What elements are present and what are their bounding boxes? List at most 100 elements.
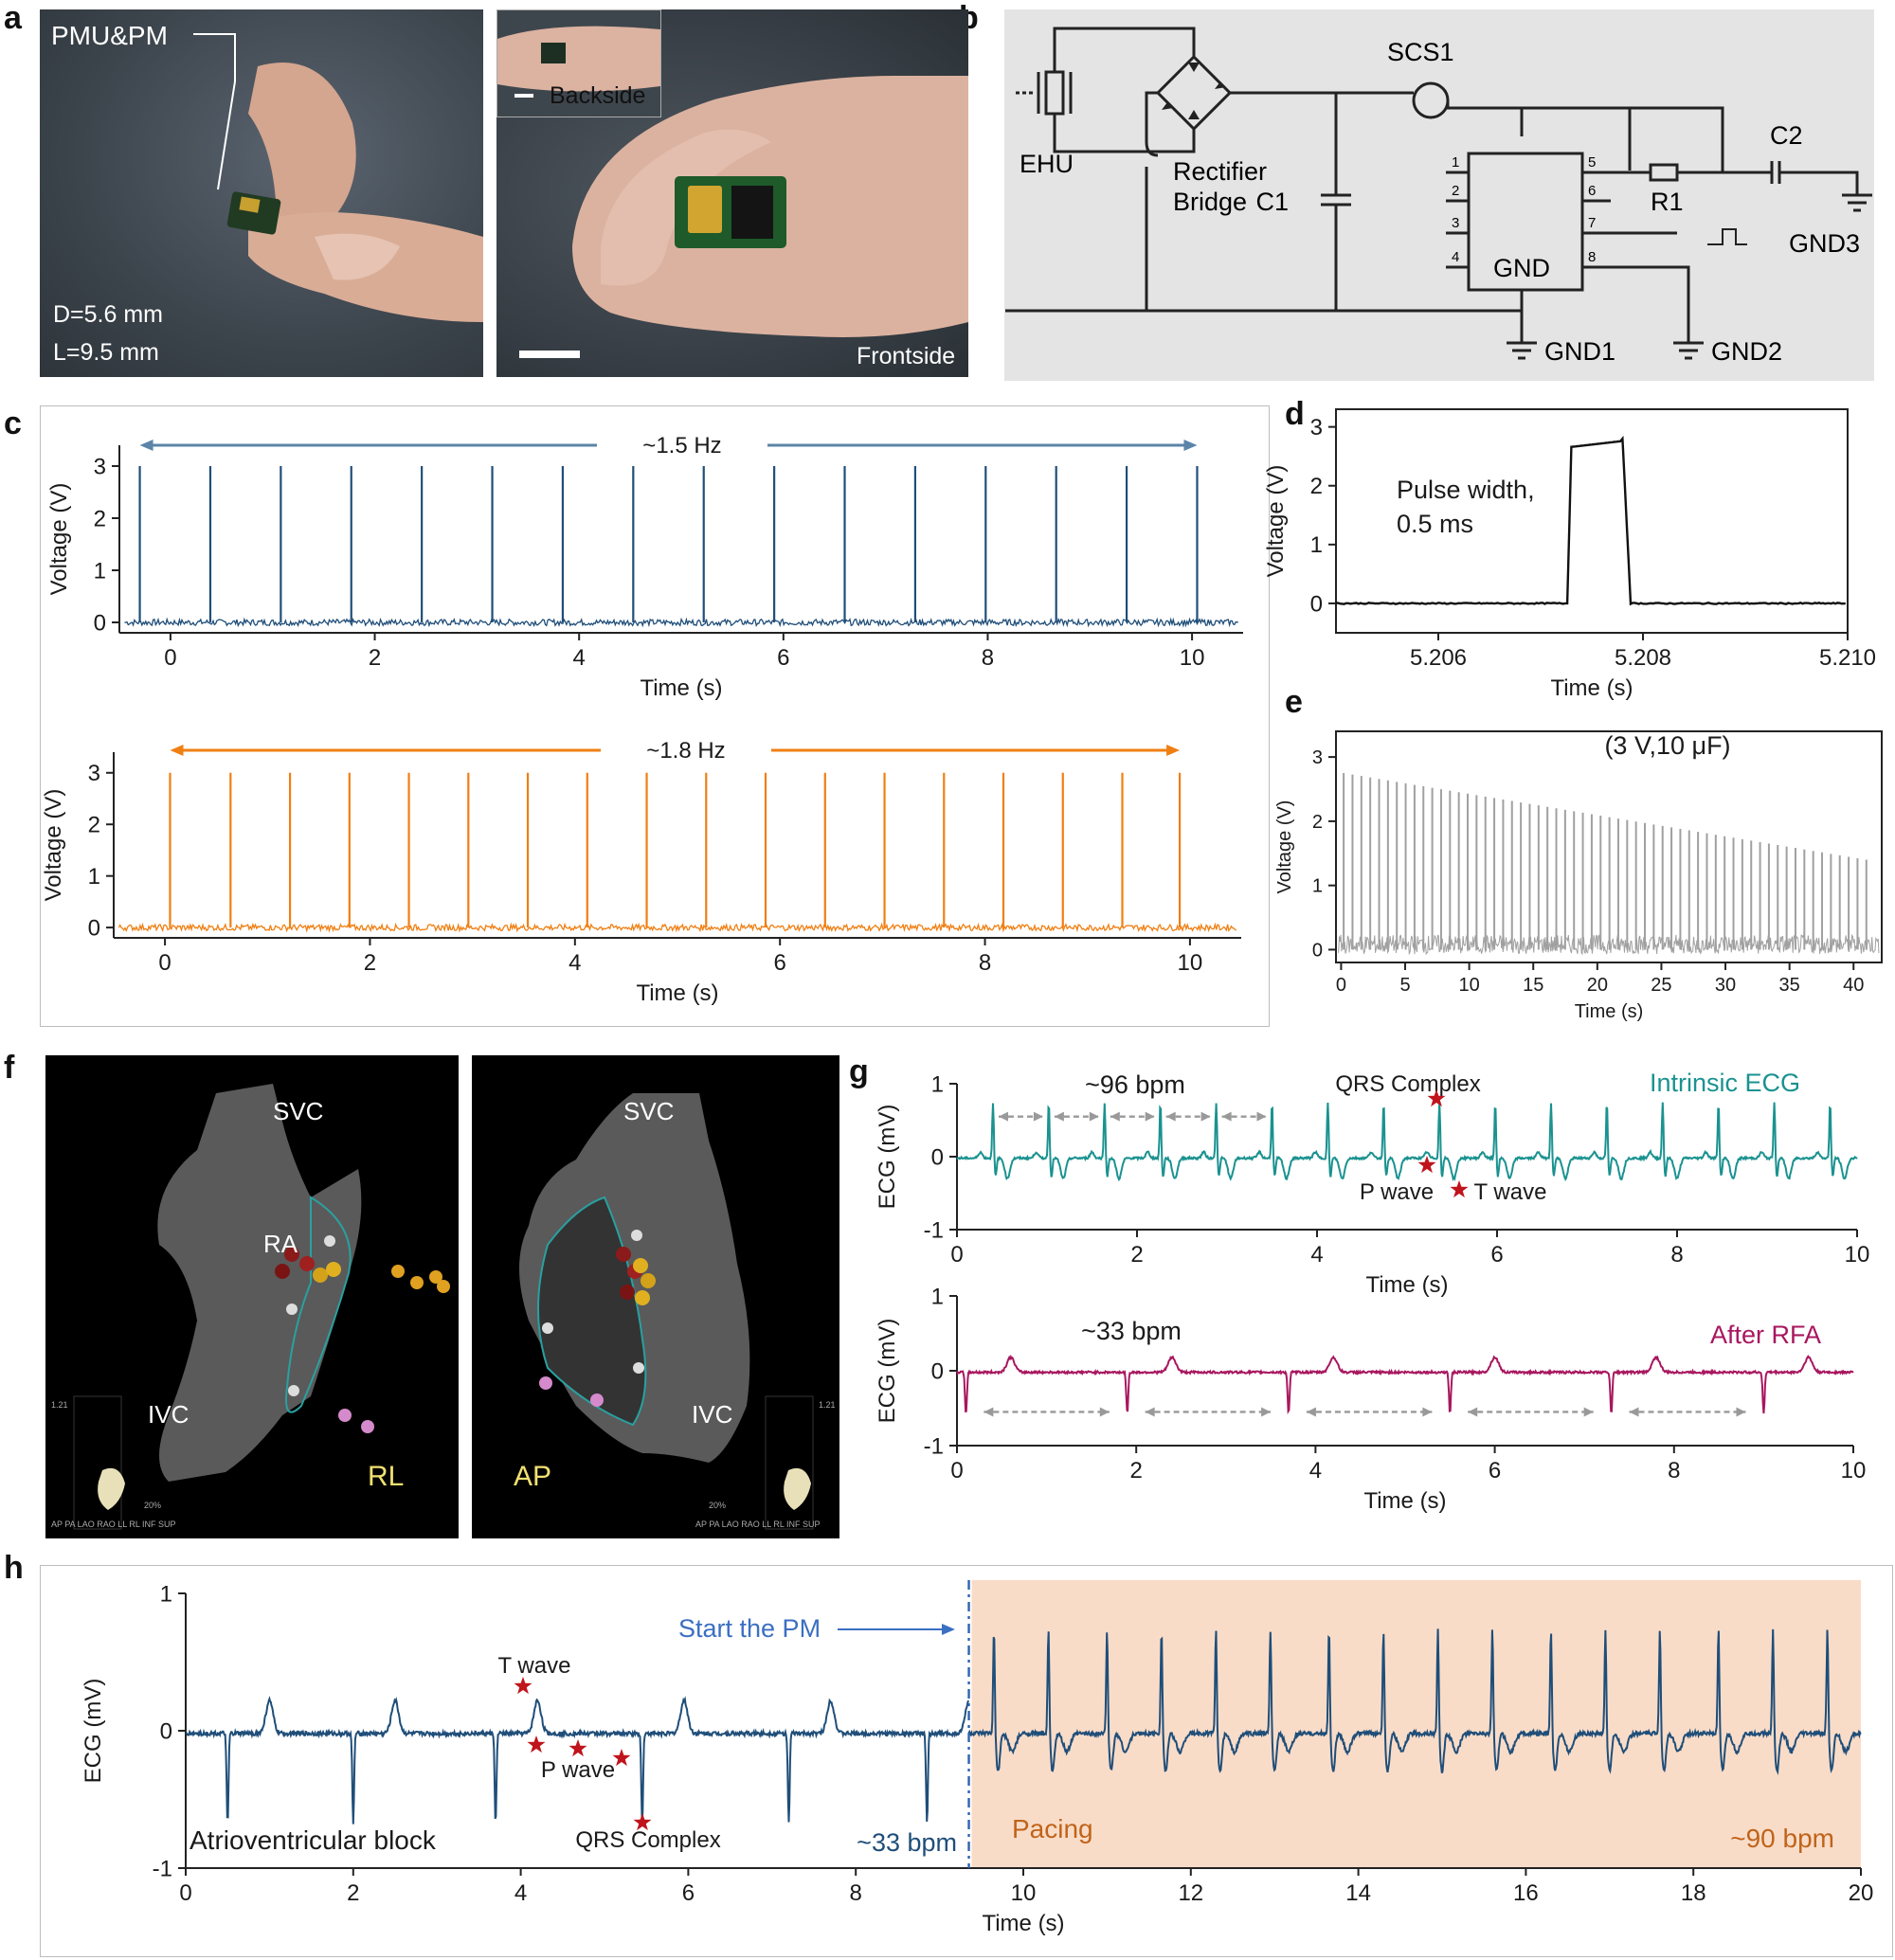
fingers-illustration: [226, 63, 483, 322]
dimension-l-label: L=9.5 mm: [53, 339, 159, 366]
circuit-diagram: EHU Rectifier Bridge C1 SCS1 C2 R1 GND G…: [1004, 9, 1874, 381]
y-axis-label: ECG (mV): [875, 1319, 900, 1424]
y-tick-label: 1: [1312, 876, 1323, 897]
y-axis-label: Voltage (V): [46, 483, 72, 596]
inset-scale-bar: [514, 94, 533, 98]
y-tick-label: 1: [94, 558, 106, 584]
interval-head: [1468, 1407, 1478, 1417]
y-tick-label: 0: [931, 1358, 944, 1384]
photo-pmu-pinched: PMU&PM D=5.6 mm L=9.5 mm: [40, 9, 483, 377]
rectifier-label-2: Bridge: [1173, 188, 1247, 216]
t-wave-label: T wave: [498, 1653, 571, 1679]
interval-head: [1583, 1407, 1594, 1417]
noise-baseline: [124, 617, 1238, 628]
arrow-head-right: [1166, 745, 1181, 756]
slow-rate-label: ~33 bpm: [857, 1828, 957, 1857]
x-tick-label: 8: [1668, 1458, 1680, 1483]
pulse-width-label: Pulse width,: [1397, 476, 1535, 504]
pacing-label: Pacing: [1012, 1814, 1093, 1843]
scs1-label: SCS1: [1387, 38, 1454, 66]
r1-label: R1: [1651, 188, 1684, 216]
fast-rate-label: ~90 bpm: [1730, 1824, 1834, 1853]
views-bar-right[interactable]: AP PA LAO RAO LL RL INF SUP: [695, 1519, 821, 1529]
pmu-pm-label: PMU&PM: [51, 21, 168, 50]
pin-7: 7: [1588, 215, 1596, 231]
x-tick-label: 8: [1670, 1242, 1683, 1268]
x-tick-label: 0: [950, 1242, 963, 1268]
x-tick-label: 8: [982, 645, 994, 671]
ablation-points: [275, 1235, 450, 1433]
frontside-label: Frontside: [857, 343, 956, 369]
p-wave-label: P wave: [1360, 1179, 1434, 1205]
y-tick-label: 2: [1312, 812, 1323, 833]
interval-head: [1145, 1407, 1155, 1417]
x-tick-label: 0: [179, 1880, 191, 1906]
interval-head: [1200, 1111, 1211, 1122]
ivc-label-left: IVC: [148, 1400, 190, 1429]
x-tick-label: 12: [1178, 1880, 1203, 1906]
y-tick-label: 2: [94, 506, 106, 531]
ablation-points-ap: [539, 1230, 656, 1407]
arrow-head-left: [139, 440, 153, 451]
x-tick-label: 5.206: [1410, 645, 1467, 671]
p-star-3: [612, 1749, 631, 1767]
x-tick-label: 2: [1130, 1458, 1143, 1483]
panel-c-frame: [40, 405, 1270, 1027]
start-pm-label: Start the PM: [678, 1614, 821, 1643]
pacing-region: [971, 1580, 1861, 1868]
pin-2: 2: [1452, 183, 1459, 199]
y-tick-label: 3: [94, 454, 106, 479]
t-wave-star: [1450, 1180, 1469, 1198]
y-axis-label: Voltage (V): [1263, 465, 1289, 578]
x-tick-label: 5.208: [1615, 645, 1671, 671]
t-wave-star: [514, 1677, 532, 1695]
svc-label-right: SVC: [623, 1097, 675, 1125]
x-tick-label: 0: [158, 950, 171, 976]
x-tick-label: 5.210: [1819, 645, 1876, 671]
c1-label: C1: [1255, 188, 1289, 216]
x-tick-label: 2: [369, 645, 381, 671]
panel-letter-d: d: [1285, 396, 1305, 432]
x-axis-label: Time (s): [1363, 1488, 1446, 1514]
y-tick-label: 3: [1310, 415, 1323, 441]
y-tick-label: 0: [931, 1144, 944, 1170]
pin-4: 4: [1452, 249, 1459, 265]
y-tick-label: -1: [153, 1856, 172, 1881]
y-tick-label: 3: [88, 761, 100, 786]
backside-label: Backside: [550, 82, 646, 109]
pin-6: 6: [1588, 183, 1596, 199]
views-bar-left[interactable]: AP PA LAO RAO LL RL INF SUP: [51, 1519, 176, 1529]
view-rl-label: RL: [368, 1461, 405, 1492]
scale-left: 1.21: [51, 1400, 68, 1410]
y-tick-label: 0: [1312, 940, 1323, 961]
y-tick-label: 2: [88, 813, 100, 838]
pmu-pointer-line: [193, 33, 236, 190]
y-axis-label: Voltage (V): [41, 789, 66, 902]
y-tick-label: -1: [924, 1217, 944, 1243]
series-label: Intrinsic ECG: [1650, 1069, 1800, 1097]
qrs-star: [1427, 1089, 1446, 1107]
x-tick-label: 25: [1651, 975, 1671, 996]
rate-annotation: ~1.5 Hz: [642, 433, 721, 459]
pulse-width-value: 0.5 ms: [1397, 510, 1473, 538]
x-tick-label: 20: [1587, 975, 1608, 996]
ehu-label: EHU: [1020, 150, 1074, 178]
x-tick-label: 4: [514, 1880, 527, 1906]
y-tick-label: 1: [160, 1581, 172, 1607]
circuit-schematic: EHU Rectifier Bridge C1 SCS1 C2 R1 GND G…: [1005, 27, 1872, 366]
rate-label: ~33 bpm: [1081, 1317, 1182, 1345]
pin-1: 1: [1452, 154, 1459, 171]
x-tick-label: 6: [1489, 1458, 1501, 1483]
x-axis-label: Time (s): [640, 675, 722, 701]
x-axis-label: Time (s): [982, 1911, 1064, 1936]
x-tick-label: 2: [1130, 1242, 1143, 1268]
x-tick-label: 6: [774, 950, 786, 976]
interval-head: [1422, 1407, 1433, 1417]
t-wave-label: T wave: [1474, 1179, 1547, 1205]
panel-h-frame: [40, 1565, 1893, 1957]
x-tick-label: 8: [979, 950, 991, 976]
x-tick-label: 0: [1336, 975, 1346, 996]
